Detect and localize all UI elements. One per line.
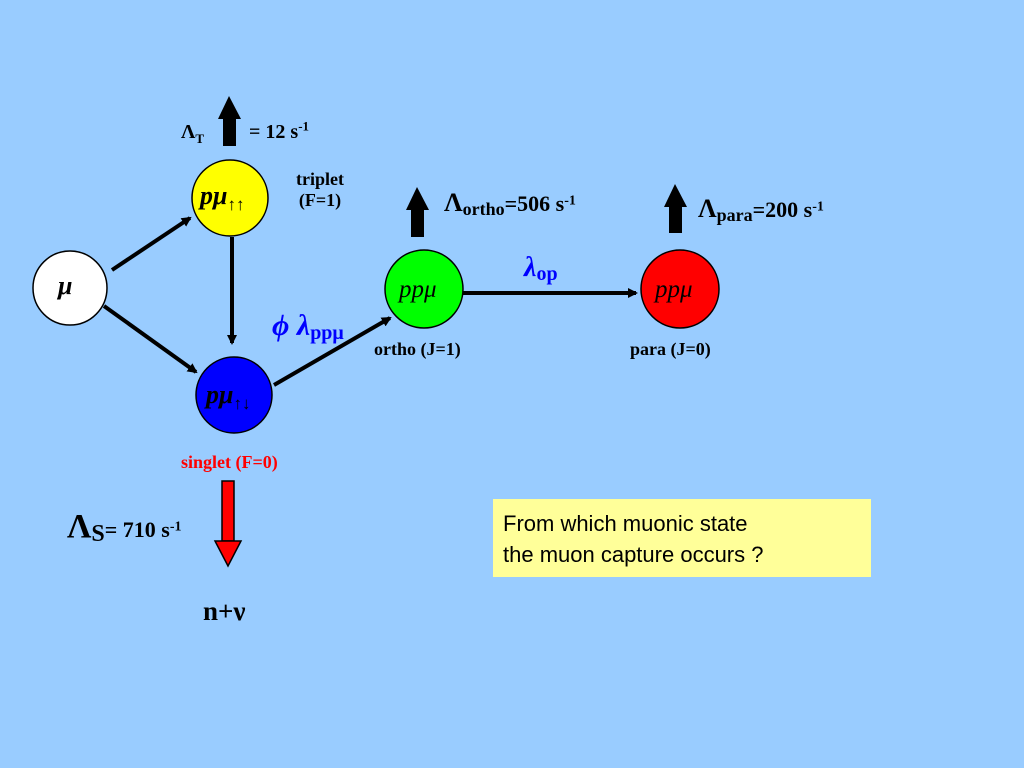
- lambda-para-sub: para: [716, 205, 753, 226]
- down-arrow-singlet-capture: [213, 480, 243, 568]
- triplet-label-line2: (F=1): [298, 190, 342, 210]
- lambda-ortho-symbol: Λ: [444, 188, 463, 217]
- ortho-label: ortho (J=1): [374, 339, 461, 359]
- pmu-triplet-text: pμ: [200, 181, 228, 210]
- lambda-op-label: λop: [524, 252, 558, 286]
- pmu-triplet-spin: ↑↑: [227, 195, 245, 215]
- ppmu-para-label: ppμ: [655, 276, 693, 303]
- lambda-para-exp: -1: [812, 199, 824, 215]
- ppmu-para-circle: [640, 249, 720, 329]
- lambda-singlet-number: = 710 s: [104, 517, 170, 542]
- up-arrow-ortho: [406, 187, 429, 237]
- phi-lambda-ppmu-label: ϕ λppμ: [272, 309, 344, 345]
- pmu-singlet-circle: [195, 356, 273, 434]
- up-arrow-triplet: [218, 96, 241, 146]
- lambda-triplet-value: = 12 s-1: [249, 119, 309, 143]
- phi-lambda-sub: ppμ: [310, 322, 344, 345]
- para-label: para (J=0): [630, 339, 711, 359]
- lambda-triplet-number: = 12 s: [249, 121, 299, 143]
- lambda-ortho-label: Λortho=506 s-1: [444, 188, 576, 220]
- question-line1: From which muonic state: [503, 511, 748, 536]
- pmu-singlet-text: pμ: [206, 380, 234, 409]
- question-line2: the muon capture occurs ?: [503, 542, 764, 567]
- arrow-mu-to-singlet: [102, 304, 198, 374]
- pmu-singlet-spin: ↑↓: [233, 394, 251, 414]
- mu-label: μ: [58, 271, 73, 300]
- lambda-singlet-exp: -1: [169, 519, 182, 535]
- up-arrow-para: [664, 184, 687, 233]
- lambda-triplet-symbol: Λ: [181, 121, 196, 143]
- lambda-para-label: Λpara=200 s-1: [698, 194, 824, 226]
- lambda-op-symbol: λ: [524, 252, 537, 283]
- lambda-ortho-sub: ortho: [462, 199, 505, 220]
- singlet-label: singlet (F=0): [181, 452, 278, 472]
- lambda-triplet-label: ΛT: [181, 121, 204, 145]
- lambda-triplet-exp: -1: [298, 118, 310, 134]
- pmu-triplet-label: pμ↑↑: [200, 181, 244, 214]
- lambda-triplet-sub: T: [195, 131, 205, 146]
- mu-circle: [32, 250, 108, 326]
- triplet-label-line1: triplet: [296, 169, 344, 189]
- lambda-op-sub: op: [536, 263, 558, 286]
- lambda-singlet-label: ΛS= 710 s-1: [67, 508, 182, 548]
- pmu-singlet-label: pμ↑↓: [206, 380, 250, 413]
- arrow-singlet-to-ortho: [272, 316, 392, 387]
- lambda-para-number: =200 s: [752, 197, 813, 222]
- phi-lambda-symbol: ϕ λ: [272, 309, 311, 342]
- lambda-para-symbol: Λ: [698, 194, 717, 223]
- lambda-singlet-sub: S: [91, 521, 105, 548]
- triplet-label: triplet (F=1): [289, 170, 351, 209]
- arrow-mu-to-triplet: [110, 216, 192, 272]
- lambda-ortho-exp: -1: [564, 193, 576, 209]
- lambda-ortho-number: =506 s: [504, 191, 565, 216]
- lambda-singlet-symbol: Λ: [67, 508, 92, 545]
- final-products-label: n+ν: [203, 596, 246, 626]
- ppmu-ortho-circle: [384, 249, 464, 329]
- ppmu-ortho-label: ppμ: [399, 276, 437, 303]
- question-note: From which muonic state the muon capture…: [493, 499, 871, 577]
- pmu-triplet-circle: [191, 159, 269, 237]
